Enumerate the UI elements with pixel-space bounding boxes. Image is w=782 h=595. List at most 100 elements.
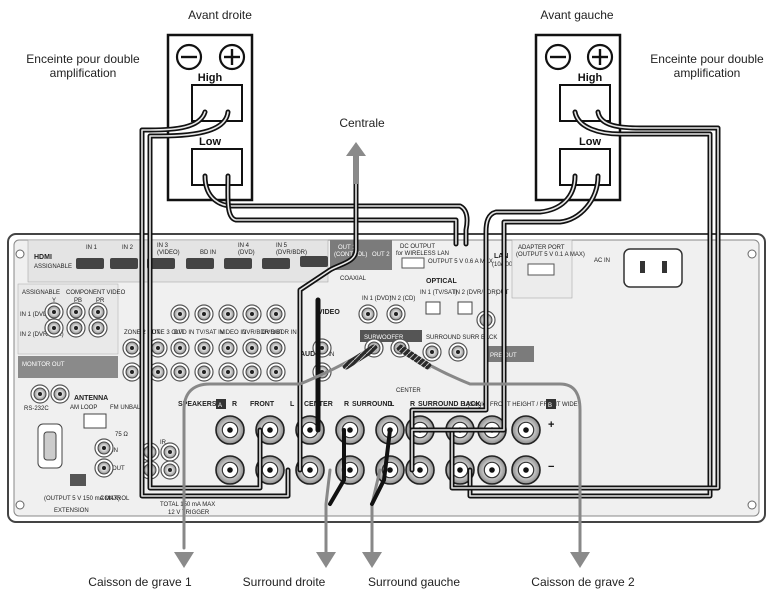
am-loop-label: AM LOOP [70,405,97,411]
hdmi-label: HDMI [34,254,52,261]
rca-jack [386,304,406,324]
opt-in2-label: IN 2 (DVR/BDR) [454,290,498,296]
front-label: FRONT [250,401,275,408]
low-label: Low [199,136,221,148]
rca-jack [170,362,190,382]
arrow-down-icon [570,552,590,568]
low-label: Low [579,136,601,148]
rca-jacks [30,302,496,480]
terminal-minus-label: − [548,461,554,473]
binding-post [511,455,541,485]
rca-jack [242,362,262,382]
video-in-label: VIDEO IN [220,330,246,336]
label-surround-right: Surround droite [243,575,326,589]
rca-jack [66,318,86,338]
hdmi-in3-label: IN 3 [157,243,169,249]
hdmi-ports [76,256,328,269]
binding-post [255,455,285,485]
direction-arrows [174,142,590,568]
rca-jack [242,338,262,358]
ir-label: IR [160,440,167,446]
label-front-right: Avant droite [188,8,252,22]
rca-jack [44,302,64,322]
control-label: CONTROL [100,496,130,502]
label-surround-left: Surround gauche [368,575,460,589]
rca-jack [170,304,190,324]
optical-label: OPTICAL [426,278,457,285]
receiver-rear-panel: HDMI ASSIGNABLE IN 1 IN 2 IN 3 (VIDEO) B… [7,233,766,523]
rca-jack [122,362,142,382]
terminal-plus-label: + [548,419,554,431]
rca-jack [448,342,468,362]
rca-jack [194,362,214,382]
hdmi-in4-sub: (DVD) [238,250,255,256]
binding-post [511,415,541,445]
fm-ohm-label: 75 Ω [115,432,128,438]
rca-jack [122,338,142,358]
trigger-label: 12 V TRIGGER [168,510,210,516]
label-center: Centrale [339,116,385,130]
rca-jack [266,338,286,358]
arrow-up-icon [346,142,366,156]
rca-jack [266,362,286,382]
audio-label: AUDIO [300,351,323,358]
hdmi-assignable-label: ASSIGNABLE [34,264,72,270]
component-y: Y [52,298,56,304]
dvd-in-label: DVD IN [174,330,194,336]
tvsat-in-label: TV/SAT IN [196,330,224,336]
rca-jack [50,384,70,404]
dc-output-label: DC OUTPUT [400,244,435,250]
front-r-label: R [232,401,237,408]
video-label: VIDEO [318,309,340,316]
hdmi-out1-sub: (CONTROL) [334,252,367,258]
fm-unbal-label: FM UNBAL [110,405,141,411]
arrow-down-icon [316,552,336,568]
dvrbdr-out-label: DVR/BDR OUT [242,330,284,336]
binding-post [295,455,325,485]
speaker-cables [139,109,721,562]
rca-jack [66,302,86,322]
ac-inlet [623,248,683,288]
label-sub1: Caisson de grave 1 [88,575,192,589]
ac-in-label: AC IN [594,258,610,264]
binding-post [335,415,365,445]
rca-jack [170,338,190,358]
adapter-port-spec: (OUTPUT 5 V 0.1 A MAX) [516,252,585,258]
rca-jack [44,318,64,338]
antenna-label: ANTENNA [74,395,108,402]
surround-back-preout-label: SURROUND SURR BACK [426,335,497,341]
binding-post [215,455,245,485]
hdmi-out2-label: OUT 2 [372,252,390,258]
coax-in1-label: IN 1 (DVD) [362,296,391,302]
component-pr: PR [96,298,105,304]
rs232c-label: RS-232C [24,406,49,412]
hdmi-in5-sub: (DVR/BDR) [276,250,307,256]
speakers-b-label: B [548,403,552,409]
hdmi-out1-label: OUT 1 [338,245,356,251]
rs232c-port [37,423,63,469]
rca-jack [422,342,442,362]
binding-post [335,455,365,485]
surround-back-label: SURROUND BACK [418,401,481,408]
rca-jack [160,442,180,462]
high-label: High [578,72,603,84]
ir-in-label: IN [112,448,118,454]
rca-jack [88,302,108,322]
arrow-down-icon [362,552,382,568]
hdmi-bdin-label: BD IN [200,250,216,256]
rca-jack [160,460,180,480]
rca-jack [194,304,214,324]
rca-jack [194,338,214,358]
monitor-out-label: MONITOR OUT [22,362,65,368]
surround-l-label: L [390,401,395,408]
hdmi-in4-label: IN 4 [238,243,250,249]
speaker-front-right: High Low [166,33,254,202]
rca-jack [242,304,262,324]
dc-output-sub: for WIRELESS LAN [396,251,449,257]
speakers-a-label: A [218,403,222,409]
adapter-port-label: ADAPTER PORT [518,245,565,251]
component-in2: IN 2 (DVR/BDR) [20,332,64,338]
